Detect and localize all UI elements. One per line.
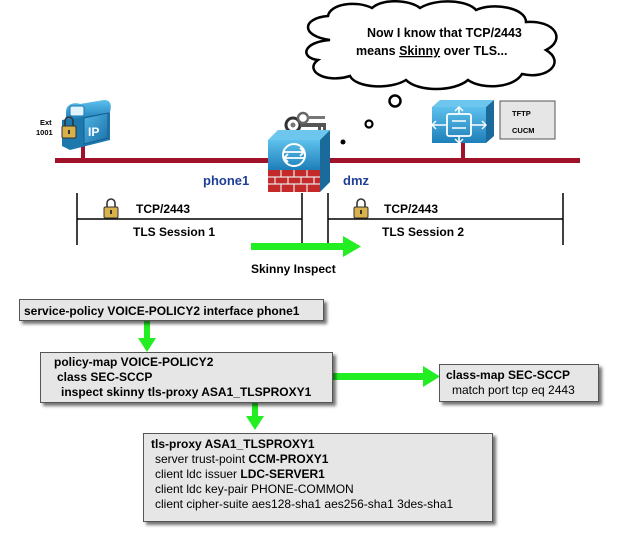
tls-proxy-title: tls-proxy ASA1_TLSPROXY1 [151, 437, 315, 451]
tls-proxy-ldc-issuer: client ldc issuer LDC-SERVER1 [155, 467, 325, 481]
thought-cloud: Now I know that TCP/2443 means Skinny ov… [305, 0, 558, 145]
tls-proxy-trustpoint: server trust-point CCM-PROXY1 [155, 452, 329, 466]
service-policy-box: service-policy VOICE-POLICY2 interface p… [19, 299, 324, 321]
class-map-title: class-map SEC-SCCP [446, 368, 571, 382]
skinny-inspect-label: Skinny Inspect [251, 262, 336, 276]
tls-proxy-cipher-suite: client cipher-suite aes128-sha1 aes256-s… [155, 497, 454, 511]
class-map-match: match port tcp eq 2443 [452, 383, 575, 397]
ext-label-line2: 1001 [36, 128, 53, 137]
policy-inspect-line: inspect skinny tls-proxy ASA1_TLSPROXY1 [61, 385, 312, 399]
lock-icon-session2 [353, 198, 369, 219]
session2-port: TCP/2443 [384, 202, 438, 216]
session2-name: TLS Session 2 [382, 225, 464, 239]
key-icon [284, 111, 326, 134]
session-bracket-left [76, 193, 303, 245]
interface-label-dmz: dmz [343, 173, 370, 188]
session1-port: TCP/2443 [136, 202, 190, 216]
policy-class-line: class SEC-SCCP [57, 370, 153, 384]
session-bracket-right [327, 193, 564, 245]
thought-bubble-large [388, 94, 402, 108]
tls-proxy-keypair: client ldc key-pair PHONE-COMMON [155, 482, 354, 496]
firewall-icon [268, 130, 330, 192]
policy-map-line: policy-map VOICE-POLICY2 [54, 355, 214, 369]
tftp-label: TFTP [512, 109, 531, 118]
cucm-label: CUCM [512, 126, 535, 135]
arrow-service-to-policy [138, 321, 156, 352]
ip-phone-icon: IP [61, 100, 111, 150]
phone-drop [81, 146, 85, 159]
server-drop [461, 143, 465, 159]
arrow-policy-to-tlsproxy [246, 402, 264, 430]
cloud-text-line1: Now I know that TCP/2443 [367, 26, 522, 40]
cloud-text-line2: means Skinny over TLS... [356, 44, 507, 58]
session1-name: TLS Session 1 [133, 225, 215, 239]
class-map-box: class-map SEC-SCCP match port tcp eq 244… [439, 364, 599, 402]
service-policy-text: service-policy VOICE-POLICY2 interface p… [24, 304, 300, 318]
skinny-inspect-arrow [251, 236, 361, 257]
lock-icon-session1 [103, 198, 119, 219]
svg-text:IP: IP [88, 125, 99, 139]
policy-map-box: policy-map VOICE-POLICY2 class SEC-SCCP … [40, 352, 333, 403]
server-icon [431, 100, 494, 144]
tls-proxy-box: tls-proxy ASA1_TLSPROXY1 server trust-po… [143, 433, 493, 522]
arrow-policy-to-classmap [333, 366, 440, 387]
interface-label-phone1: phone1 [203, 173, 249, 188]
thought-bubble-small [340, 139, 346, 145]
thought-bubble-medium [364, 119, 374, 129]
server-label-box [499, 100, 556, 140]
ext-label-line1: Ext [40, 118, 52, 127]
